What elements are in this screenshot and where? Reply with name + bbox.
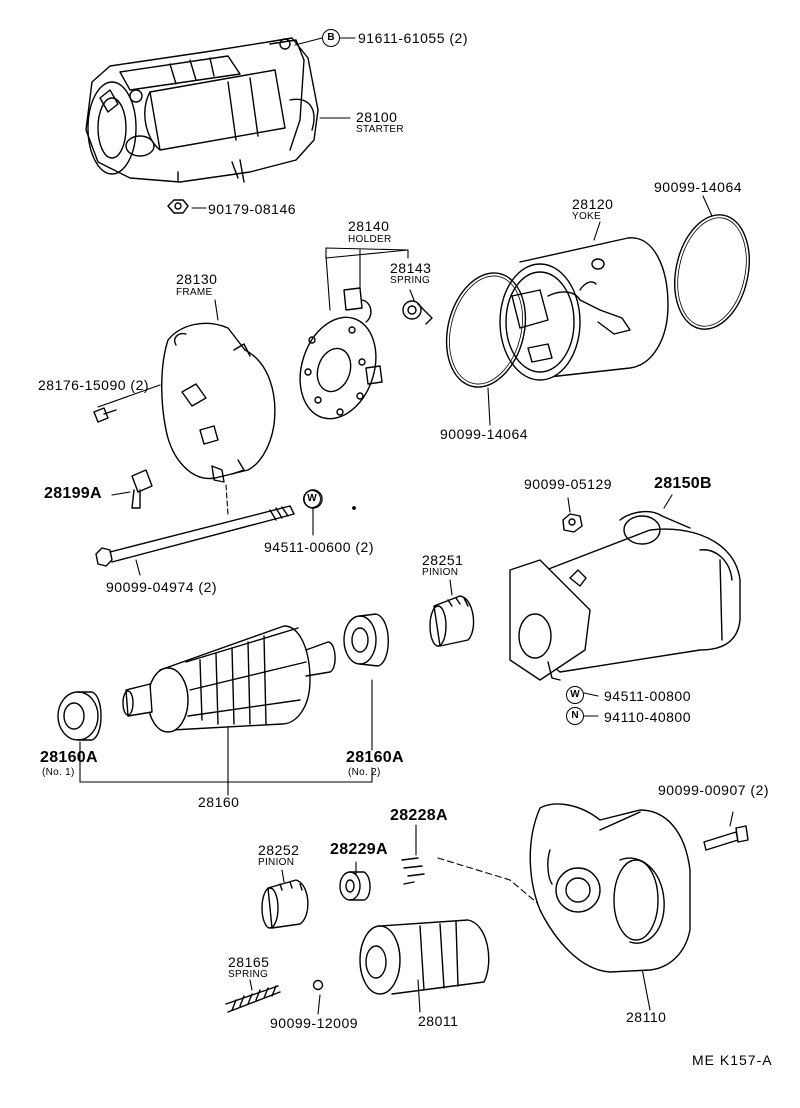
part-number-28252: 28252 <box>258 842 300 858</box>
part-number-94511-00600: 94511-00600 (2) <box>264 539 374 555</box>
part-number-94110-40800: 94110-40800 <box>604 709 691 725</box>
bearing-no2-drawing <box>343 613 389 667</box>
part-number-28120: 28120 <box>572 196 614 212</box>
retainer-28229a-drawing <box>339 871 371 901</box>
clip-28228a-drawing <box>401 857 425 885</box>
part-number-28110: 28110 <box>626 1009 667 1025</box>
part-number-28160a-no2: 28160A <box>346 749 404 766</box>
part-number-90179: 90179-08146 <box>208 201 297 217</box>
part-number-28130: 28130 <box>176 271 218 287</box>
pinion-28252-drawing <box>261 879 309 929</box>
diagram-reference-code: ME K157-A <box>692 1052 773 1068</box>
part-name-frame: FRAME <box>176 287 213 298</box>
part-name-spring-28165: SPRING <box>228 969 269 980</box>
ball-90099-12009-drawing <box>312 979 324 991</box>
spring-28165-drawing <box>225 985 281 1013</box>
part-number-28199a: 28199A <box>44 485 102 502</box>
part-number-90099-00907: 90099-00907 (2) <box>658 782 770 798</box>
part-number-90099-14064-top: 90099-14064 <box>654 179 743 195</box>
part-name-pinion-28252: PINION <box>258 857 295 868</box>
part-number-28228a: 28228A <box>390 807 448 824</box>
part-number-28140: 28140 <box>348 218 390 234</box>
part-number-28160a-no1: 28160A <box>40 749 98 766</box>
o-ring-middle <box>445 272 527 388</box>
part-number-90099-04974: 90099-04974 (2) <box>106 579 218 595</box>
clutch-28011-drawing <box>359 919 490 995</box>
nut-90179 <box>167 199 189 214</box>
part-number-28251: 28251 <box>422 552 464 568</box>
screw-28176-drawing <box>93 407 117 423</box>
badge-w-800: W <box>566 686 584 704</box>
bolt-90099-00907-drawing <box>703 825 749 851</box>
part-number-28160: 28160 <box>198 794 240 810</box>
pinion-28251-drawing <box>429 595 475 647</box>
starter-assembly-drawing <box>85 37 319 183</box>
part-number-28143: 28143 <box>390 260 432 276</box>
through-bolt-drawing <box>95 505 295 567</box>
part-name-no2: (No. 2) <box>348 767 381 778</box>
part-name-holder: HOLDER <box>348 234 392 245</box>
part-number-28229a: 28229A <box>330 841 388 858</box>
part-number-94511-00800: 94511-00800 <box>604 688 691 704</box>
brush-holder-drawing <box>299 287 383 420</box>
bearing-no1-drawing <box>57 691 102 741</box>
part-name-no1: (No. 1) <box>42 767 75 778</box>
magnetic-switch-drawing <box>509 510 741 681</box>
part-name-spring-28143: SPRING <box>390 275 431 286</box>
armature-drawing <box>122 625 336 733</box>
part-name-starter: STARTER <box>356 124 404 135</box>
part-number-28100: 28100 <box>356 109 398 125</box>
part-name-pinion-28251: PINION <box>422 567 459 578</box>
part-number-91611: 91611-61055 (2) <box>358 30 468 46</box>
part-number-90099-12009: 90099-12009 <box>270 1015 359 1031</box>
part-number-28165: 28165 <box>228 954 270 970</box>
o-ring-right <box>674 214 750 330</box>
badge-w-600: W <box>303 490 321 508</box>
part-number-90099-14064-mid: 90099-14064 <box>440 426 529 442</box>
part-number-90099-05129: 90099-05129 <box>524 476 613 492</box>
badge-n: N <box>566 707 584 725</box>
part-number-28011: 28011 <box>418 1013 459 1029</box>
frame-drawing <box>161 322 276 483</box>
drive-housing-drawing <box>529 803 691 973</box>
spring-28143-drawing <box>402 300 433 325</box>
part-number-28150b: 28150B <box>654 475 712 492</box>
badge-b: B <box>322 29 340 47</box>
part-name-yoke: YOKE <box>572 211 601 222</box>
leader-lines <box>79 37 734 1015</box>
nut-90099-05129-drawing <box>562 513 583 533</box>
terminal-28199a-drawing <box>131 469 153 509</box>
part-number-28176: 28176-15090 (2) <box>38 377 150 393</box>
